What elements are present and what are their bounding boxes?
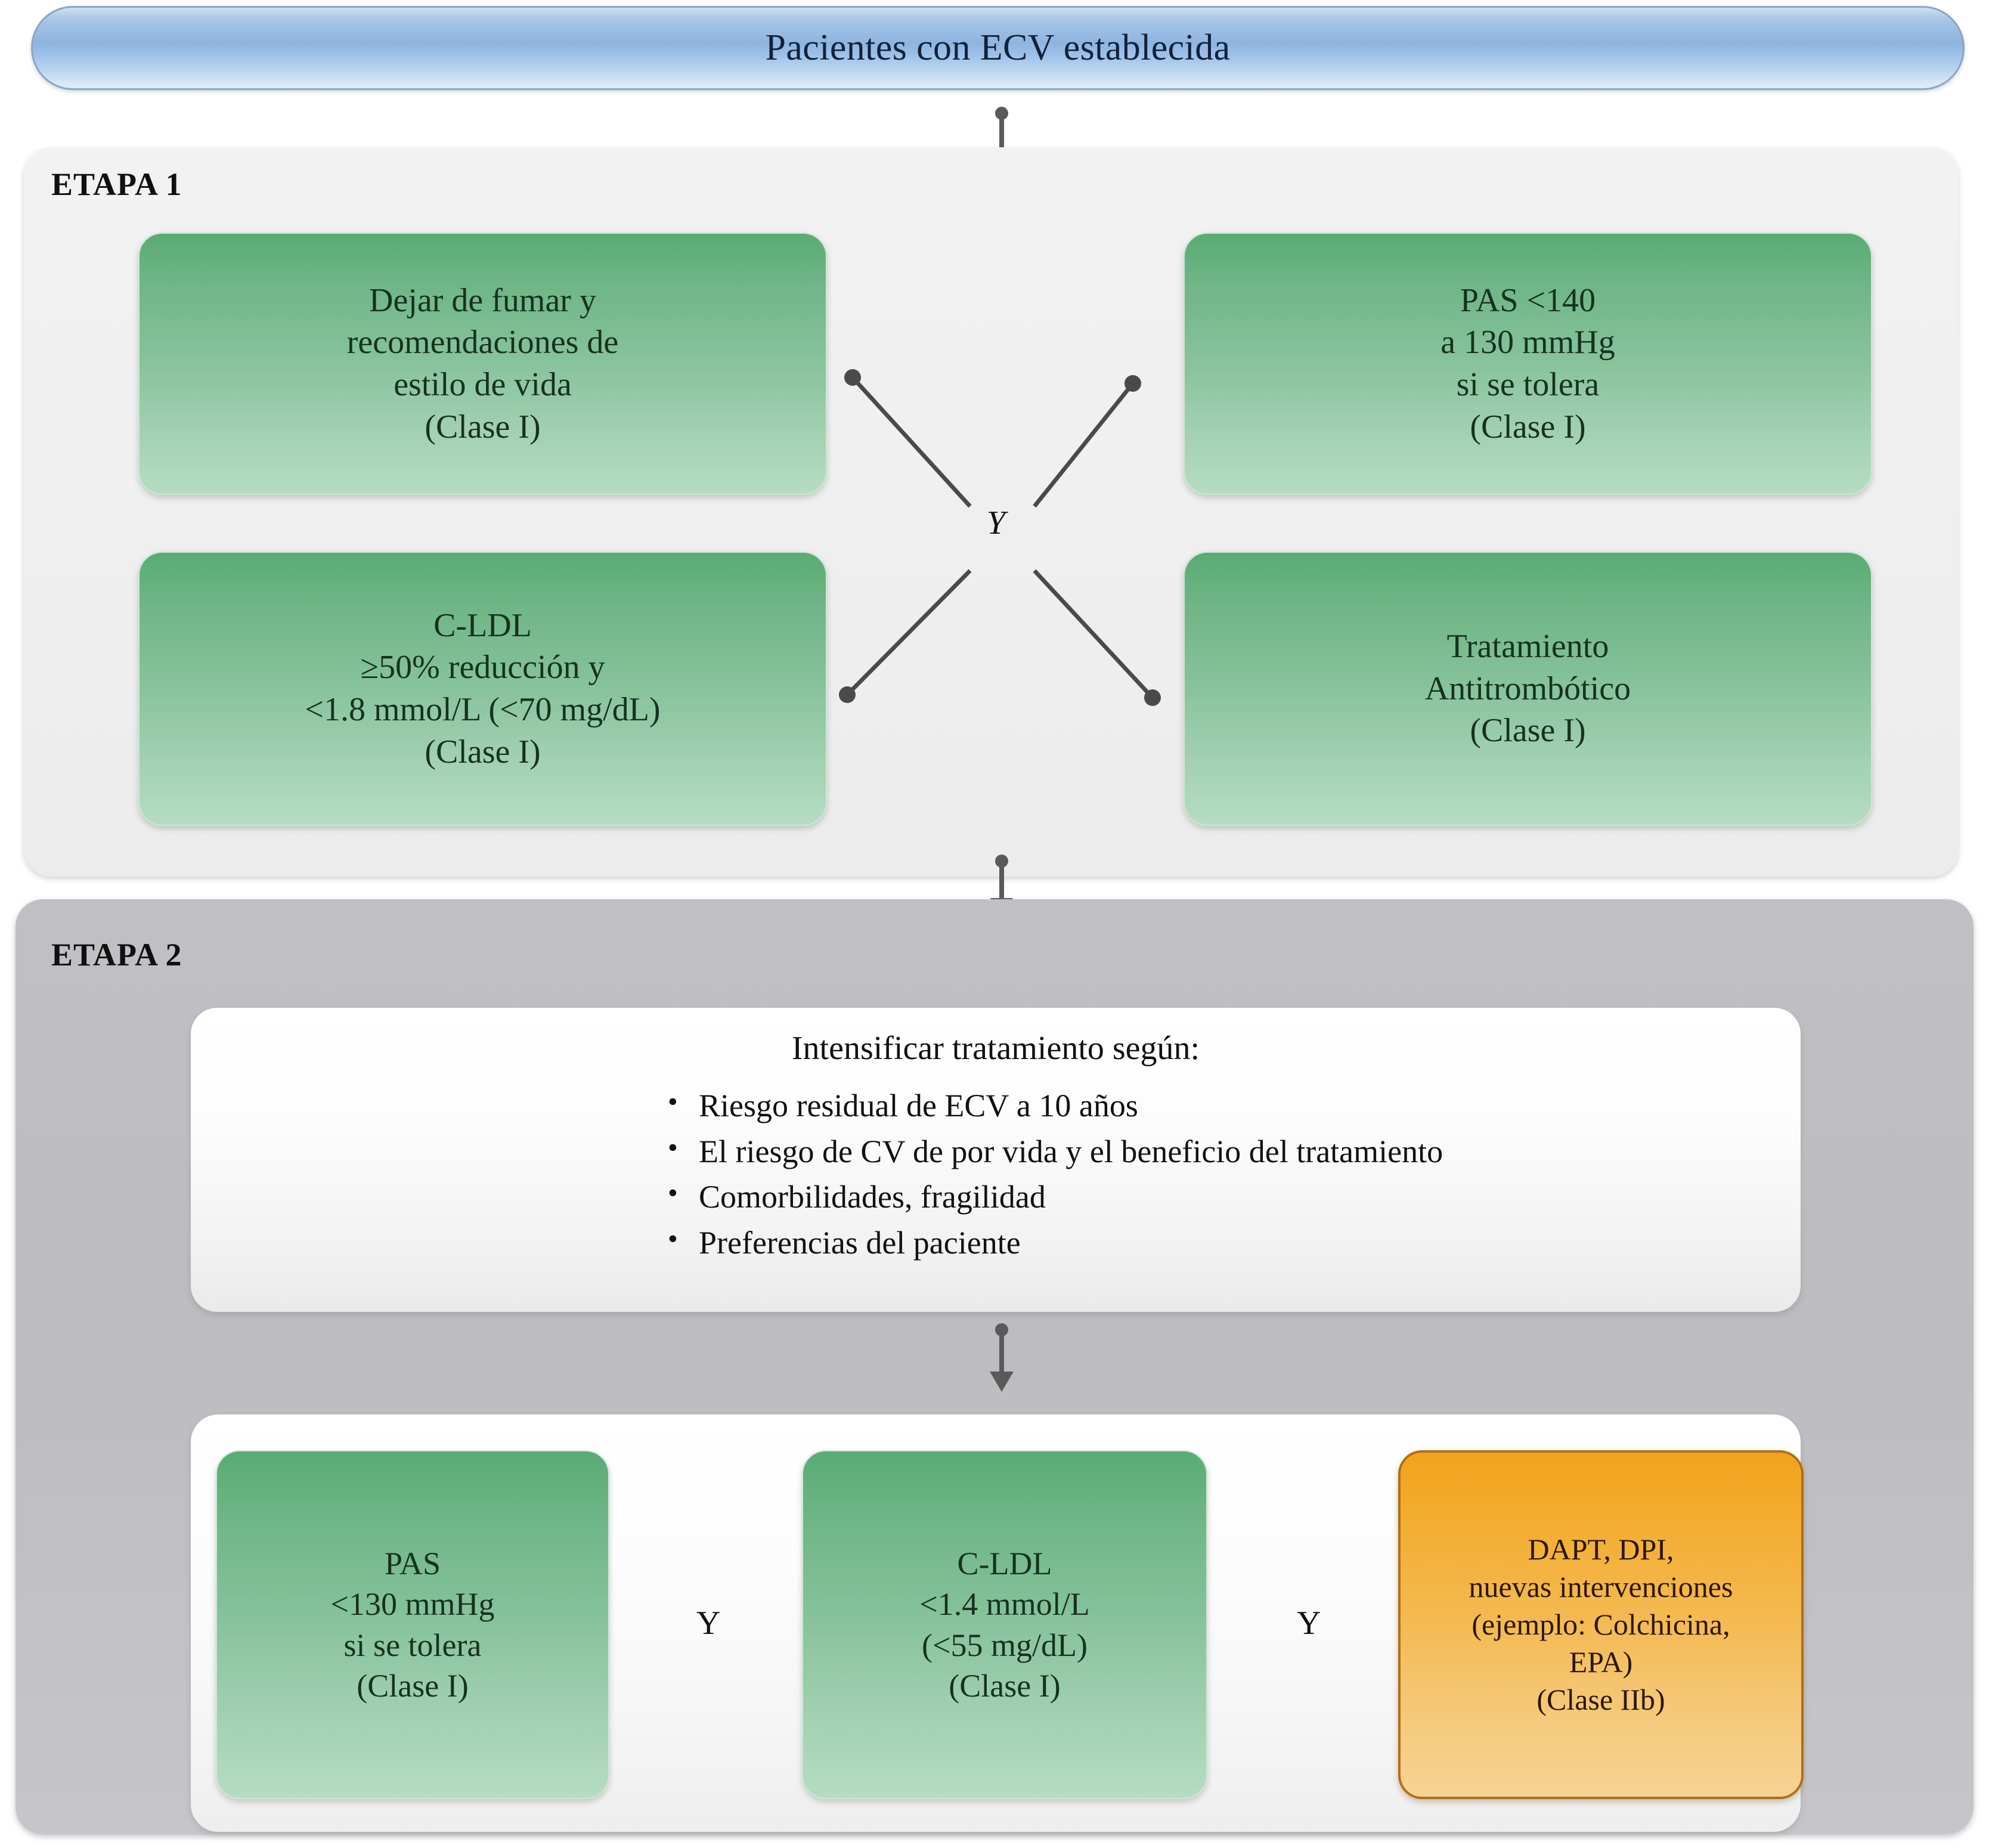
- separator-label-y-1: Y: [696, 1605, 721, 1642]
- separator-label-y-2: Y: [1297, 1605, 1321, 1642]
- node-line: a 130 mmHg: [1440, 324, 1615, 361]
- intensify-bullet-list: Riesgo residual de ECV a 10 años El ries…: [227, 1082, 1765, 1266]
- node-line: (<55 mg/dL): [922, 1627, 1088, 1663]
- node-line: si se tolera: [343, 1627, 482, 1663]
- node-systolic-bp-target[interactable]: PAS <140 a 130 mmHg si se tolera (Clase …: [1184, 233, 1872, 495]
- node-line: (Clase I): [425, 408, 541, 445]
- node-line: (Clase I): [1470, 712, 1586, 750]
- list-item: Riesgo residual de ECV a 10 años: [668, 1082, 1765, 1129]
- node-line: DAPT, DPI,: [1528, 1533, 1674, 1566]
- node-line: C-LDL: [433, 606, 532, 644]
- node-line: <130 mmHg: [330, 1586, 495, 1623]
- stage2-label: ETAPA 2: [51, 937, 182, 973]
- node-line: (Clase I): [357, 1667, 469, 1704]
- node-line: Antitrombótico: [1424, 670, 1631, 707]
- node-line: nuevas intervenciones: [1469, 1570, 1733, 1604]
- node-line: recomendaciones de: [346, 324, 619, 361]
- node-line: estilo de vida: [394, 366, 572, 403]
- intensify-heading: Intensificar tratamiento según:: [791, 1030, 1200, 1067]
- list-item: El riesgo de CV de por vida y el benefic…: [668, 1128, 1765, 1175]
- node-line: (ejemplo: Colchicina,: [1471, 1608, 1730, 1641]
- intensify-treatment-card: Intensificar tratamiento según: Riesgo r…: [191, 1008, 1801, 1312]
- arrow-intensify-to-targets: [990, 1323, 1014, 1392]
- node-line: <1.4 mmol/L: [919, 1586, 1090, 1623]
- node-line: (Clase I): [1470, 408, 1586, 445]
- node-line: PAS <140: [1460, 281, 1596, 319]
- node-antithrombotic-treatment[interactable]: Tratamiento Antitrombótico (Clase I): [1184, 552, 1872, 826]
- node-ldl-cholesterol-target[interactable]: C-LDL ≥50% reducción y <1.8 mmol/L (<70 …: [138, 552, 827, 826]
- node-systolic-bp-intensive[interactable]: PAS <130 mmHg si se tolera (Clase I): [216, 1450, 609, 1799]
- node-line: Tratamiento: [1446, 628, 1609, 665]
- x-connector-lines: [839, 369, 1161, 706]
- node-line: C-LDL: [957, 1546, 1052, 1582]
- node-line: (Clase I): [425, 733, 541, 770]
- node-dapt-new-interventions[interactable]: DAPT, DPI, nuevas intervenciones (ejempl…: [1398, 1450, 1804, 1799]
- chart-title-banner: Pacientes con ECV establecida: [31, 6, 1965, 90]
- node-line: Dejar de fumar y: [369, 281, 596, 319]
- node-line: (Clase IIb): [1536, 1683, 1665, 1716]
- list-item: Comorbilidades, fragilidad: [668, 1173, 1765, 1220]
- node-line: si se tolera: [1456, 366, 1600, 403]
- node-line: EPA): [1569, 1645, 1633, 1679]
- page-title: Pacientes con ECV establecida: [765, 27, 1231, 68]
- list-item: Preferencias del paciente: [668, 1219, 1765, 1266]
- node-smoking-lifestyle[interactable]: Dejar de fumar y recomendaciones de esti…: [138, 233, 827, 495]
- node-line: PAS: [384, 1546, 441, 1582]
- connector-label-y: Y: [987, 504, 1006, 541]
- node-line: (Clase I): [949, 1667, 1061, 1704]
- node-ldl-cholesterol-intensive[interactable]: C-LDL <1.4 mmol/L (<55 mg/dL) (Clase I): [802, 1450, 1207, 1799]
- node-line: <1.8 mmol/L (<70 mg/dL): [305, 691, 661, 728]
- node-line: ≥50% reducción y: [360, 649, 605, 686]
- stage1-label: ETAPA 1: [51, 166, 182, 202]
